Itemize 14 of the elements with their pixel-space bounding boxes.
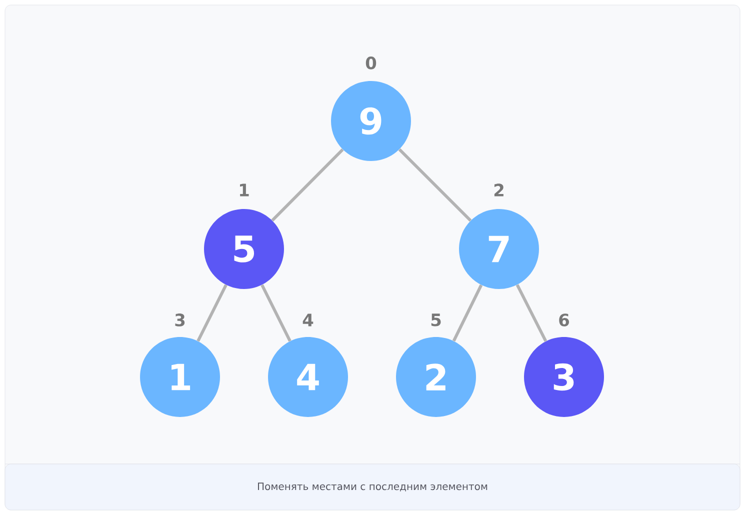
tree-edge: [452, 284, 483, 342]
tree-edge: [196, 284, 228, 342]
index-label: 0: [366, 56, 376, 70]
tree-edge: [398, 148, 472, 222]
index-label: 2: [494, 184, 504, 196]
tree-edge: [516, 284, 548, 342]
index-label: 4: [302, 314, 314, 326]
index-label: 3: [175, 314, 185, 326]
index-label: 1: [240, 184, 249, 196]
caption-bar: Поменять местами с последним элементом: [4, 464, 740, 510]
index-label: 6: [559, 314, 569, 326]
tree-edge: [271, 148, 344, 222]
tree-edge: [260, 284, 292, 342]
index-label: 5: [431, 314, 441, 326]
